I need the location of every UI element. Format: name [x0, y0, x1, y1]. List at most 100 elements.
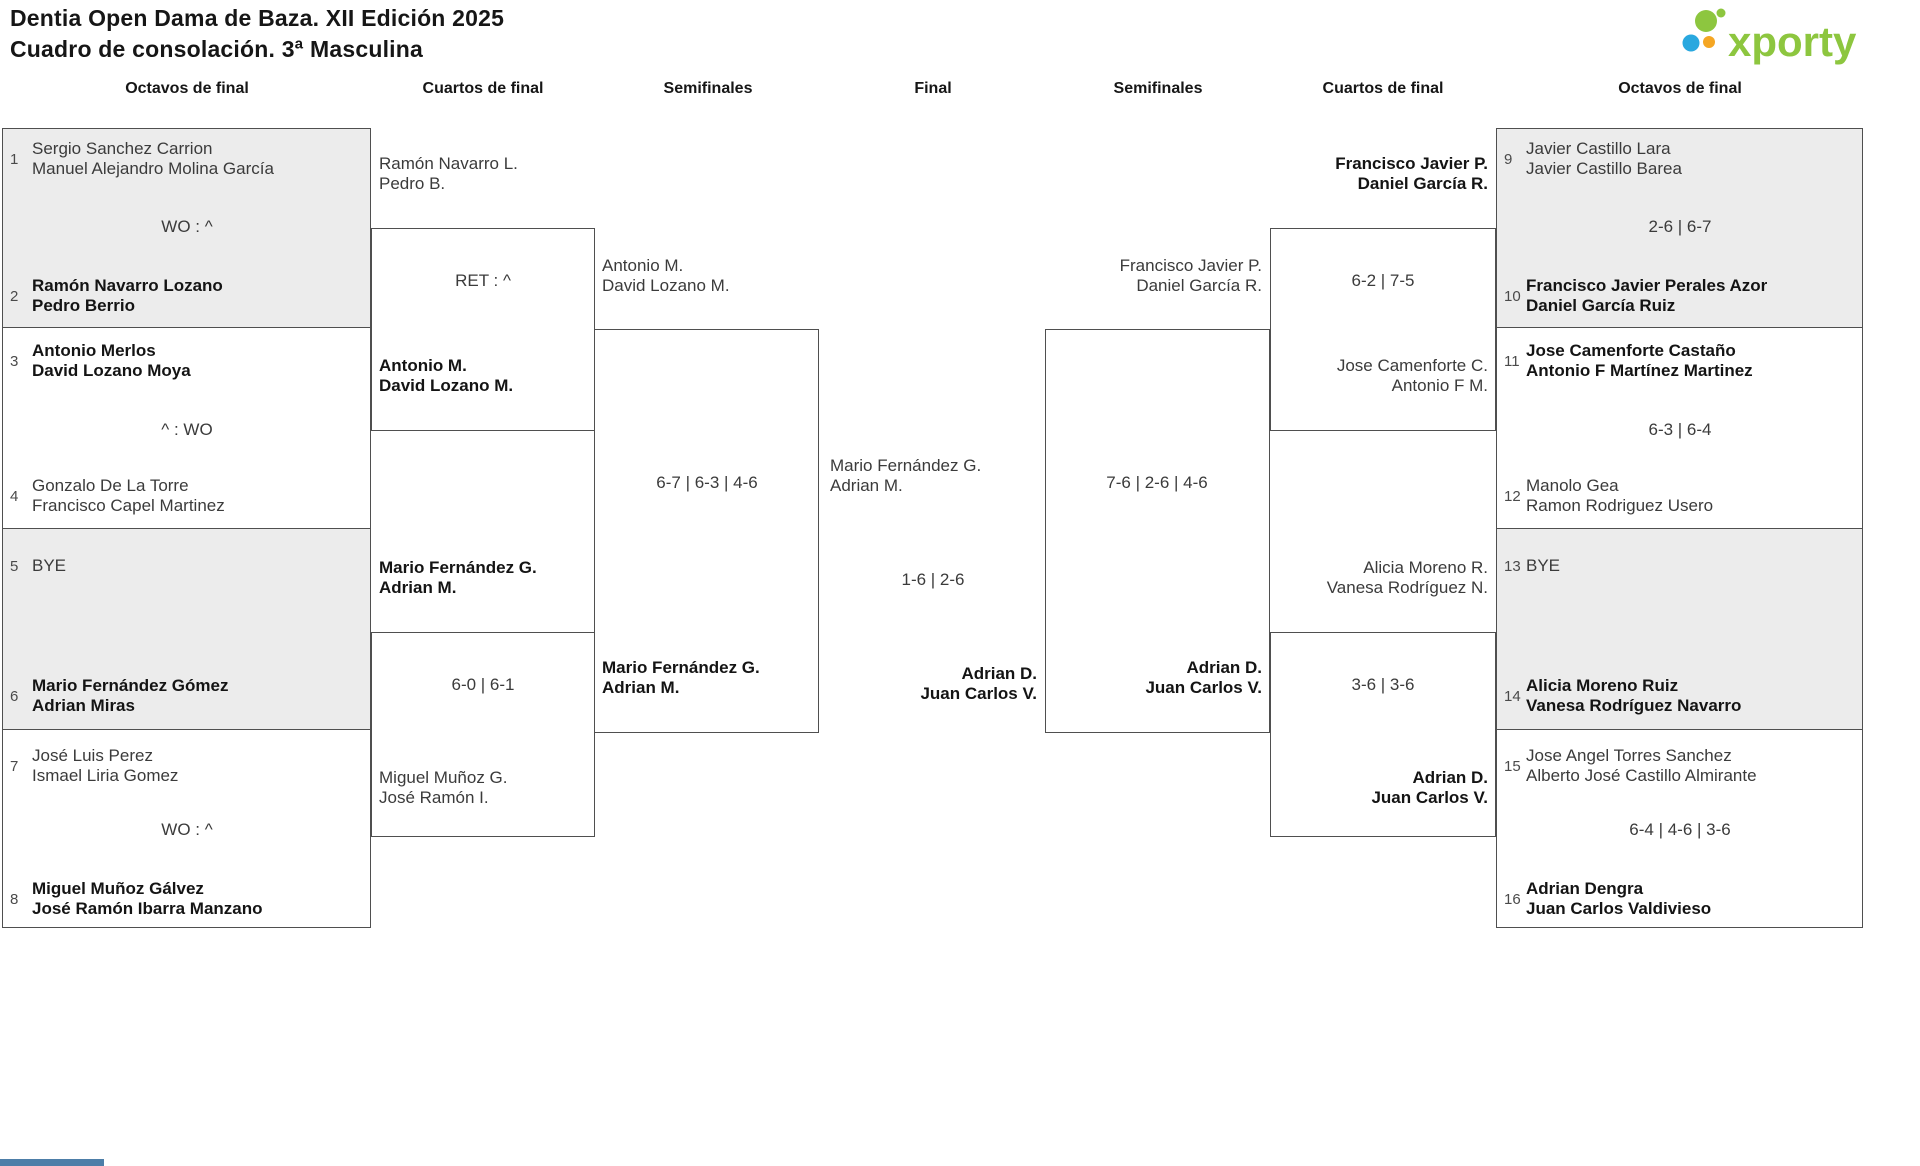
- team-name-line: Vanesa Rodríguez N.: [1326, 578, 1488, 597]
- team-entry: Francisco Javier P.Daniel García R.: [1120, 256, 1262, 296]
- team-name-line: Juan Carlos Valdivieso: [1526, 899, 1712, 918]
- team-name-line: Mario Fernández G.: [379, 558, 537, 577]
- team-name-line: Pedro B.: [379, 174, 446, 193]
- team-seed: 15: [1504, 757, 1521, 775]
- box-cuartos-left-1: [371, 228, 595, 431]
- team-entry: Antonio M.David Lozano M.: [602, 256, 730, 296]
- team-entry-champion: Adrian D.Juan Carlos V.: [920, 664, 1037, 704]
- team-name-line: José Luis Perez: [32, 746, 153, 765]
- team-seed: 4: [10, 487, 19, 505]
- box-semifinal-right: [1045, 329, 1270, 733]
- box-octavos-right-4: [1496, 729, 1863, 928]
- team-entry-finalist-left: Mario Fernández G.Adrian M.: [830, 456, 981, 496]
- team-entry: Adrian D.Juan Carlos V.: [1145, 658, 1262, 698]
- tournament-subtitle: Cuadro de consolación. 3ª Masculina: [10, 36, 423, 62]
- team-name-line: Adrian M.: [602, 678, 680, 697]
- xporty-logo: xporty: [1682, 8, 1857, 65]
- match-score: 2-6 | 6-7: [1648, 217, 1712, 236]
- team-seed: 6: [10, 687, 19, 705]
- team-name-line: David Lozano Moya: [32, 361, 191, 380]
- team-name-line: Ramón Navarro Lozano: [32, 276, 223, 295]
- match-score: WO : ^: [161, 820, 213, 839]
- team-name-line: Francisco Javier Perales Azor: [1526, 276, 1768, 295]
- team-name-line: Jose Camenforte C.: [1336, 356, 1488, 375]
- match-score: WO : ^: [161, 217, 213, 236]
- team-name-line: Gonzalo De La Torre: [32, 476, 189, 495]
- team-name-line: BYE: [1526, 556, 1561, 575]
- team-seed: 2: [10, 287, 19, 305]
- box-cuartos-left-2: [371, 632, 595, 837]
- team-name-line: Alberto José Castillo Almirante: [1526, 766, 1757, 785]
- team-name-line: Antonio F Martínez Martinez: [1526, 361, 1753, 380]
- box-semifinal-left: [594, 329, 819, 733]
- horizontal-scrollbar-thumb[interactable]: [0, 1159, 104, 1166]
- team-name-line: Manolo Gea: [1526, 476, 1619, 495]
- team-entry: Mario Fernández G.Adrian M.: [379, 558, 537, 598]
- team-name-line: Adrian M.: [379, 578, 457, 597]
- team-entry: Mario Fernández G.Adrian M.: [602, 658, 760, 698]
- tournament-title: Dentia Open Dama de Baza. XII Edición 20…: [10, 5, 505, 31]
- team-name-line: Adrian Miras: [32, 696, 135, 715]
- team-name-line: Javier Castillo Barea: [1526, 159, 1682, 178]
- round-header-octavos-left: Octavos de final: [125, 80, 249, 97]
- match-score-final: 1-6 | 2-6: [901, 570, 965, 589]
- team-name-line: Vanesa Rodríguez Navarro: [1526, 696, 1742, 715]
- team-name-line: David Lozano M.: [602, 276, 730, 295]
- team-seed: 14: [1504, 687, 1521, 705]
- box-octavos-right-3: [1496, 528, 1863, 730]
- team-name-line: David Lozano M.: [379, 376, 514, 395]
- team-name-line: Jose Angel Torres Sanchez: [1526, 746, 1732, 765]
- team-name-line: Ramon Rodriguez Usero: [1526, 496, 1714, 515]
- team-name-line: José Ramón I.: [379, 788, 489, 807]
- box-octavos-left-4: [2, 729, 371, 928]
- round-header-octavos-right: Octavos de final: [1618, 80, 1742, 97]
- round-header-final: Final: [914, 80, 952, 97]
- team-name-line: Mario Fernández G.: [830, 456, 982, 475]
- team-name-line: Francisco Javier P.: [1335, 154, 1488, 173]
- team-seed: 13: [1504, 557, 1521, 575]
- round-header-semis-right: Semifinales: [1113, 80, 1203, 97]
- team-seed: 16: [1504, 890, 1521, 908]
- team-name-line: Miguel Muñoz G.: [379, 768, 508, 787]
- match-score: 6-7 | 6-3 | 4-6: [656, 473, 758, 492]
- team-name-line: Antonio Merlos: [32, 341, 156, 360]
- team-name-line: Mario Fernández G.: [602, 658, 760, 677]
- team-name-line: Francisco Javier P.: [1119, 256, 1262, 275]
- team-name-line: Alicia Moreno Ruiz: [1526, 676, 1679, 695]
- team-entry: Jose Camenforte C.Antonio F M.: [1337, 356, 1488, 396]
- match-score: 6-2 | 7-5: [1351, 271, 1415, 290]
- team-name-line: Juan Carlos V.: [920, 684, 1037, 703]
- match-score: 6-4 | 4-6 | 3-6: [1629, 820, 1731, 839]
- team-name-line: Adrian M.: [830, 476, 903, 495]
- team-name-line: Ramón Navarro L.: [379, 154, 518, 173]
- round-header-semis-left: Semifinales: [663, 80, 753, 97]
- round-header-cuartos-left: Cuartos de final: [422, 80, 544, 97]
- box-octavos-left-1: [2, 128, 371, 328]
- team-name-line: Javier Castillo Lara: [1526, 139, 1671, 158]
- team-seed: 7: [10, 757, 19, 775]
- team-entry-seed5: 5 BYE: [10, 556, 66, 576]
- team-name-line: Manuel Alejandro Molina García: [32, 159, 274, 178]
- match-score: 7-6 | 2-6 | 4-6: [1106, 473, 1208, 492]
- team-name-line: Sergio Sanchez Carrion: [32, 139, 213, 158]
- team-entry: Adrian D.Juan Carlos V.: [1371, 768, 1488, 808]
- team-entry: Miguel Muñoz G.José Ramón I.: [379, 768, 508, 808]
- team-name-line: Daniel García Ruiz: [1526, 296, 1676, 315]
- team-name-line: Pedro Berrio: [32, 296, 135, 315]
- team-seed: 12: [1504, 487, 1521, 505]
- team-seed: 9: [1504, 150, 1513, 168]
- match-score: ^ : WO: [161, 420, 213, 439]
- team-seed: 1: [10, 150, 19, 168]
